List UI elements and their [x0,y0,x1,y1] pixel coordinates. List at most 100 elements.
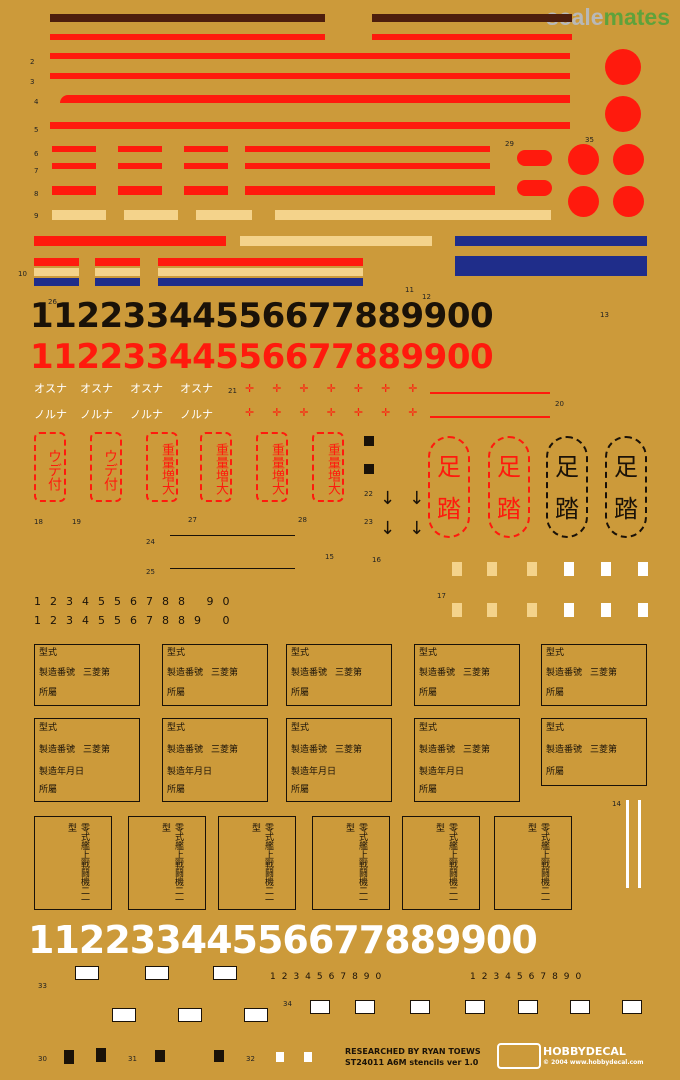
hinomaru-3 [568,144,599,175]
kata-8: ノルナ [180,408,213,421]
dark-stripe-right [372,14,572,22]
plate-label: 型式 [39,648,58,658]
red-stripe-2 [50,53,570,59]
plate-label: 製造年月日 [39,767,85,777]
down-arrow-icons-2: ↓↓ [380,518,439,539]
plate-label: 型式 [546,723,565,733]
step-char: 踏 [555,495,579,523]
red-dash [245,163,490,169]
ref-label: 16 [372,556,381,564]
kanji-box: ウデ付 [34,432,66,502]
kata-4: オスナ [180,382,213,395]
tan-stripe [275,210,551,220]
small-numbers-2: 12345567889 0 [34,614,239,627]
red-pill-1 [517,150,552,166]
ref-label: 13 [600,311,609,319]
red-stripe-5 [50,122,570,129]
plate-label: 所屬 [546,688,565,698]
stencil-icon [213,966,237,980]
plate-model: 零式艦上戰鬪機二一型 [250,823,273,904]
ref-label: 7 [34,167,39,175]
ref-label: 17 [437,592,446,600]
stencil-icon [518,1000,538,1014]
ref-label: 27 [188,516,197,524]
red-dash [184,146,228,152]
thin-line [170,535,295,536]
plate-model: 零式艦上戰鬪機二一型 [434,823,457,904]
data-plate-tall: 型式 製造番號 製造年月日 所屬 三菱第 [414,718,520,802]
data-plate-tall: 型式 製造番號 製造年月日 所屬 三菱第 [286,718,392,802]
plate-label: 型式 [546,648,565,658]
step-char: 踏 [497,495,521,523]
plate-label: 製造番號 [167,668,204,678]
kanji-box: ウデ付 [90,432,122,502]
plate-maker: 三菱第 [590,745,618,755]
red-dashes-2 [430,416,550,418]
ref-label: 4 [34,98,39,106]
ref-label: 14 [612,800,621,808]
plate-label: 所屬 [291,785,310,795]
red-dash [52,163,96,169]
stencil-icon [355,1000,375,1014]
plate-label: 所屬 [167,785,186,795]
data-plate: 型式 製造番號 所屬 三菱第 [286,644,392,706]
hinomaru-6 [613,186,644,217]
tan-square [527,603,537,617]
step-char: 足 [497,453,521,481]
thin-line [170,568,295,569]
ref-label: 3 [30,78,35,86]
step-char: 踏 [437,495,461,523]
kata-2: オスナ [80,382,113,395]
ref-label: 10 [18,270,27,278]
plate-label: 製造番號 [419,745,456,755]
plate-label: 所屬 [167,688,186,698]
ref-label: 35 [585,136,594,144]
plate-maker: 三菱第 [335,668,363,678]
step-oval-black-2: 足踏 [605,436,647,538]
black-square-icon [364,436,374,446]
plate-label: 製造番號 [167,745,204,755]
red-dash [245,186,495,195]
dark-stripe-left [50,14,325,22]
kanji-box: 重量増大 [200,432,232,502]
small-block [64,1050,74,1064]
white-line [638,800,641,888]
ref-label: 28 [298,516,307,524]
data-plate: 型式 製造番號 所屬 三菱第 [414,644,520,706]
ref-label: 21 [228,387,237,395]
stencil-icon [465,1000,485,1014]
stencil-icon [622,1000,642,1014]
red-dashes [430,392,550,394]
tiny-numbers-a: 1234567890 [270,972,388,982]
tan-stripe [52,210,106,220]
red-stripe-1b [372,34,572,40]
tricolor-2 [95,258,140,288]
kanji-box: 重量増大 [146,432,178,502]
step-oval-black-1: 足踏 [546,436,588,538]
ref-label: 26 [48,298,57,306]
plate-maker: 三菱第 [463,668,491,678]
tan-square [452,562,462,576]
ref-label: 32 [246,1055,255,1063]
ref-label: 6 [34,150,39,158]
kanji-box: 重量増大 [256,432,288,502]
data-plate: 型式 製造番號 所屬 三菱第 [34,644,140,706]
red-dash [52,186,96,195]
plate-maker: 三菱第 [463,745,491,755]
plate-maker: 三菱第 [211,745,239,755]
stencil-icon [570,1000,590,1014]
numbers-red: 11223344556677889900 [30,337,494,377]
numbers-black: 11223344556677889900 [30,296,494,336]
red-dash [184,186,228,195]
vertical-plate: 零式艦上戰鬪機二一型 [128,816,206,910]
ref-label: 30 [38,1055,47,1063]
plate-label: 製造番號 [419,668,456,678]
ref-label: 8 [34,190,39,198]
white-square [601,562,611,576]
tan-square [487,562,497,576]
step-char: 足 [614,453,638,481]
small-block [304,1052,312,1062]
plate-label: 型式 [167,723,186,733]
credit-brand: HOBBYDECAL [543,1045,626,1058]
